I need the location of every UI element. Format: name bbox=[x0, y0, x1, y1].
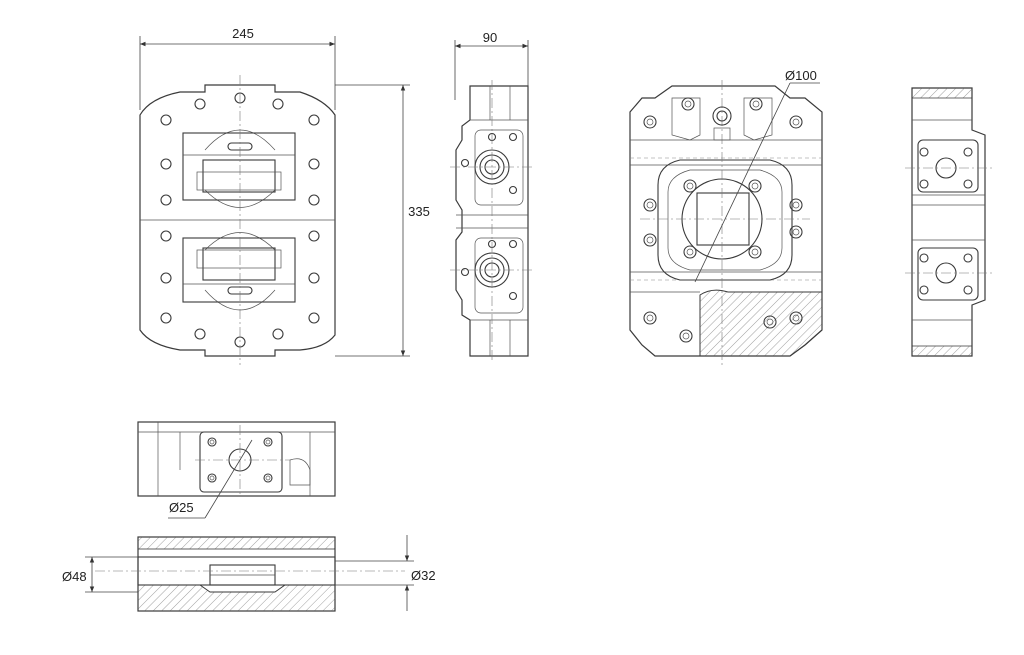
bolt-hole bbox=[308, 272, 320, 284]
bolt-hole bbox=[508, 291, 518, 301]
bolt-hole bbox=[748, 179, 762, 193]
bolt-hole-inner bbox=[209, 475, 215, 481]
bolt-hole bbox=[263, 473, 273, 483]
bolt-hole bbox=[160, 230, 172, 242]
bolt-hole bbox=[643, 198, 657, 212]
bolt-hole bbox=[643, 311, 657, 325]
bolt-hole bbox=[508, 185, 518, 195]
bolt-hole bbox=[748, 245, 762, 259]
bolt-hole bbox=[308, 230, 320, 242]
bolt-hole-inner bbox=[792, 118, 800, 126]
bolt-hole bbox=[508, 132, 518, 142]
right-side-bolt-holes bbox=[919, 147, 973, 295]
bolt-hole bbox=[160, 194, 172, 206]
bolt-hole-inner bbox=[265, 475, 271, 481]
bolt-hole bbox=[160, 114, 172, 126]
bolt-hole bbox=[194, 328, 206, 340]
bolt-hole bbox=[508, 239, 518, 249]
bolt-hole bbox=[263, 437, 273, 447]
bore-small-label: Ø25 bbox=[169, 500, 194, 515]
bolt-hole bbox=[207, 473, 217, 483]
bolt-hole bbox=[160, 312, 172, 324]
bolt-hole-inner bbox=[766, 318, 774, 326]
bolt-hole bbox=[460, 267, 470, 277]
upper-valve-window bbox=[182, 129, 296, 208]
bolt-hole-inner bbox=[646, 314, 654, 322]
bolt-hole bbox=[683, 179, 697, 193]
bolt-hole-inner bbox=[792, 201, 800, 209]
front-view bbox=[139, 75, 336, 365]
bolt-hole bbox=[789, 198, 803, 212]
right-side-view bbox=[905, 87, 992, 357]
section-bolt-holes bbox=[643, 97, 803, 343]
bolt-hole bbox=[789, 311, 803, 325]
bolt-hole-inner bbox=[792, 314, 800, 322]
bolt-hole-inner bbox=[265, 439, 271, 445]
bolt-hole bbox=[272, 328, 284, 340]
depth-dimension-label: 90 bbox=[483, 30, 497, 45]
bolt-hole bbox=[460, 158, 470, 168]
bolt-hole-inner bbox=[686, 182, 694, 190]
bolt-hole bbox=[963, 253, 973, 263]
bolt-hole bbox=[749, 97, 763, 111]
bolt-hole-inner bbox=[646, 118, 654, 126]
bolt-hole bbox=[272, 98, 284, 110]
bolt-hole bbox=[789, 225, 803, 239]
bolt-hole-inner bbox=[752, 100, 760, 108]
bolt-hole bbox=[194, 98, 206, 110]
bolt-hole bbox=[308, 114, 320, 126]
bolt-hole bbox=[919, 147, 929, 157]
bolt-hole-inner bbox=[684, 100, 692, 108]
bolt-hole bbox=[963, 285, 973, 295]
bolt-hole-inner bbox=[682, 332, 690, 340]
bolt-hole bbox=[643, 115, 657, 129]
longitudinal-section bbox=[95, 536, 405, 612]
top-view-bolt-holes bbox=[207, 437, 273, 483]
bolt-hole-inner bbox=[646, 201, 654, 209]
bolt-hole bbox=[207, 437, 217, 447]
section-dimensions: Ø48 Ø32 bbox=[62, 535, 436, 611]
bolt-hole bbox=[963, 179, 973, 189]
bolt-hole bbox=[160, 158, 172, 170]
bolt-hole bbox=[919, 285, 929, 295]
bolt-hole bbox=[681, 97, 695, 111]
bolt-hole bbox=[160, 272, 172, 284]
front-view-dimensions: 245 335 bbox=[139, 26, 430, 357]
bolt-hole bbox=[308, 312, 320, 324]
bolt-hole bbox=[763, 315, 777, 329]
bolt-hole bbox=[679, 329, 693, 343]
bolt-hole bbox=[789, 115, 803, 129]
top-view: Ø25 bbox=[137, 421, 336, 519]
bolt-hole bbox=[683, 245, 697, 259]
bolt-hole-inner bbox=[646, 236, 654, 244]
bolt-hole bbox=[919, 253, 929, 263]
front-bolt-holes bbox=[160, 92, 320, 348]
side-view-dimensions: 90 bbox=[454, 30, 529, 100]
side-view bbox=[450, 80, 535, 362]
port-outer-diameter-label: Ø48 bbox=[62, 569, 87, 584]
width-dimension-label: 245 bbox=[232, 26, 254, 41]
bolt-hole-inner bbox=[686, 248, 694, 256]
bore-large-label: Ø100 bbox=[785, 68, 817, 83]
section-view: Ø100 bbox=[629, 68, 823, 365]
height-dimension-label: 335 bbox=[408, 204, 430, 219]
bolt-hole-inner bbox=[751, 182, 759, 190]
bolt-hole bbox=[643, 233, 657, 247]
bolt-hole bbox=[919, 179, 929, 189]
bolt-hole-inner bbox=[209, 439, 215, 445]
bolt-hole bbox=[308, 194, 320, 206]
bolt-hole-inner bbox=[792, 228, 800, 236]
bolt-hole bbox=[963, 147, 973, 157]
bolt-hole bbox=[308, 158, 320, 170]
section-top-details bbox=[671, 97, 773, 141]
port-inner-diameter-label: Ø32 bbox=[411, 568, 436, 583]
bolt-hole-inner bbox=[751, 248, 759, 256]
